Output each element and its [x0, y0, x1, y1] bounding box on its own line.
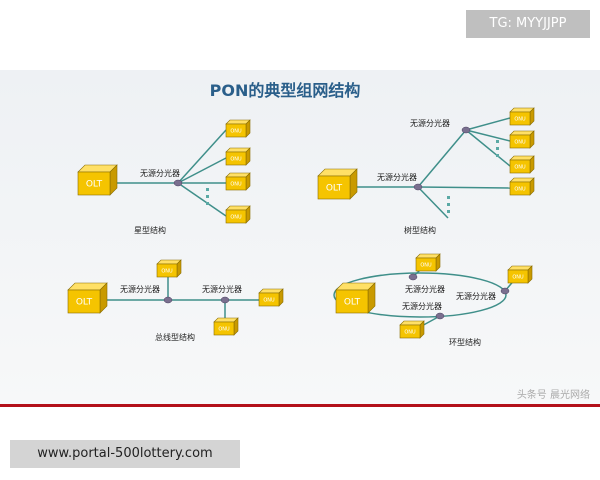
onu-label: ONU: [161, 269, 173, 275]
onu-label: ONU: [514, 187, 526, 193]
splitter-node: [500, 287, 510, 295]
splitter-label: 无源分光器: [202, 284, 242, 294]
onu-device: ONU: [156, 259, 182, 278]
onu-device: ONU: [509, 177, 535, 196]
olt-label: OLT: [86, 180, 103, 190]
splitter-node: [413, 183, 423, 191]
splitter-label: 无源分光器: [405, 284, 445, 294]
splitter-label: 无源分光器: [377, 172, 417, 182]
onu-label: ONU: [230, 182, 242, 188]
ring-caption: 环型结构: [449, 337, 481, 347]
splitter-label: 无源分光器: [402, 301, 442, 311]
onu-label: ONU: [420, 263, 432, 269]
olt-label: OLT: [326, 184, 343, 194]
labels: 无源分光器 星型结构 无源分光器 无源分光器 树型结构 无源分光器 无源分光器 …: [120, 118, 590, 401]
splitter-node: [408, 273, 418, 281]
onu-device: ONU: [258, 288, 284, 307]
onu-device: ONU: [509, 155, 535, 174]
links: [100, 117, 517, 329]
onu-label: ONU: [230, 129, 242, 135]
onu-device: ONU: [225, 172, 251, 191]
onu-label: ONU: [263, 298, 275, 304]
onu-label: ONU: [218, 327, 230, 333]
star-caption: 星型结构: [134, 225, 166, 235]
onu-label: ONU: [514, 165, 526, 171]
splitter-label: 无源分光器: [456, 291, 496, 301]
onu-device: ONU: [225, 205, 251, 224]
watermark: 头条号 晨光网络: [517, 388, 590, 401]
olt-label: OLT: [76, 298, 93, 308]
splitter-node: [220, 296, 230, 304]
onu-label: ONU: [514, 140, 526, 146]
onu-label: ONU: [512, 275, 524, 281]
splitter-label: 无源分光器: [140, 168, 180, 178]
olt-device: OLT: [77, 164, 118, 196]
olt-device: OLT: [335, 282, 376, 314]
olt-device: OLT: [317, 168, 358, 200]
diagram-title: PON的典型组网结构: [210, 81, 361, 100]
onu-device: ONU: [213, 317, 239, 336]
onu-label: ONU: [404, 330, 416, 336]
tree-caption: 树型结构: [404, 225, 436, 235]
splitter-node: [435, 312, 445, 320]
splitter-node: [461, 126, 471, 134]
splitter-label: 无源分光器: [120, 284, 160, 294]
olt-label: OLT: [344, 298, 361, 308]
divider: [0, 404, 600, 407]
onu-device: ONU: [509, 130, 535, 149]
onu-label: ONU: [230, 157, 242, 163]
onu-label: ONU: [230, 215, 242, 221]
onu-device: ONU: [225, 119, 251, 138]
onu-device: ONU: [415, 253, 441, 272]
bus-caption: 总线型结构: [155, 332, 195, 342]
splitter-node: [173, 179, 183, 187]
onu-device: ONU: [507, 265, 533, 284]
olt-device: OLT: [67, 282, 108, 314]
onu-device: ONU: [399, 320, 425, 339]
channel-tag: TG: MYYJJPP: [466, 10, 590, 38]
onu-device: ONU: [509, 107, 535, 126]
ellipsis-dots: [206, 140, 499, 213]
splitter-node: [163, 296, 173, 304]
splitter-label: 无源分光器: [410, 118, 450, 128]
onu-device: ONU: [225, 147, 251, 166]
site-url: www.portal-500lottery.com: [10, 440, 240, 468]
onu-label: ONU: [514, 117, 526, 123]
diagram-image: PON的典型组网结构 OLT OLT OLT OLT ONU ONU ONU ONU ONU ON…: [0, 70, 600, 405]
